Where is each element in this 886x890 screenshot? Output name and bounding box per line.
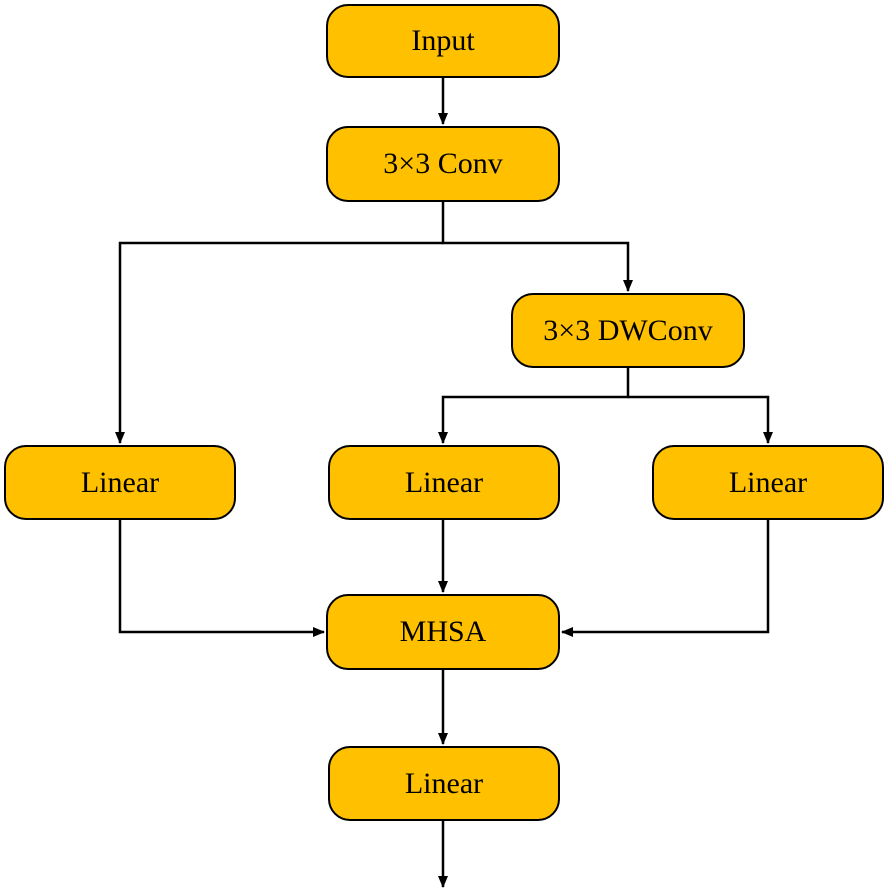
- conv-3x3-node: 3×3 Conv: [326, 126, 560, 202]
- dwconv-3x3-node-label: 3×3 DWConv: [543, 313, 713, 347]
- linear-right-node-label: Linear: [728, 465, 808, 499]
- edge-dwconv-to-linear-right: [628, 395, 773, 444]
- linear-middle-node-label: Linear: [404, 465, 484, 499]
- dwconv-3x3-node: 3×3 DWConv: [511, 293, 745, 368]
- input-node: Input: [326, 4, 560, 78]
- linear-right-node: Linear: [652, 445, 884, 520]
- linear-middle-node: Linear: [328, 445, 560, 520]
- edge-linear-right-to-mhsa: [561, 520, 770, 637]
- input-node-label: Input: [411, 24, 475, 57]
- conv-3x3-node-label: 3×3 Conv: [383, 147, 503, 180]
- linear-output-node: Linear: [328, 746, 560, 821]
- mhsa-node-label: MHSA: [399, 615, 487, 648]
- edge-conv-to-dwconv: [441, 202, 633, 292]
- mhsa-node: MHSA: [326, 594, 560, 670]
- linear-left-node: Linear: [4, 445, 236, 520]
- linear-left-node-label: Linear: [80, 465, 160, 499]
- edge-linear-left-to-mhsa: [118, 520, 325, 637]
- edge-dwconv-to-linear-middle: [438, 368, 630, 444]
- linear-output-node-label: Linear: [404, 766, 484, 800]
- edge-conv-to-linear-left: [115, 241, 443, 444]
